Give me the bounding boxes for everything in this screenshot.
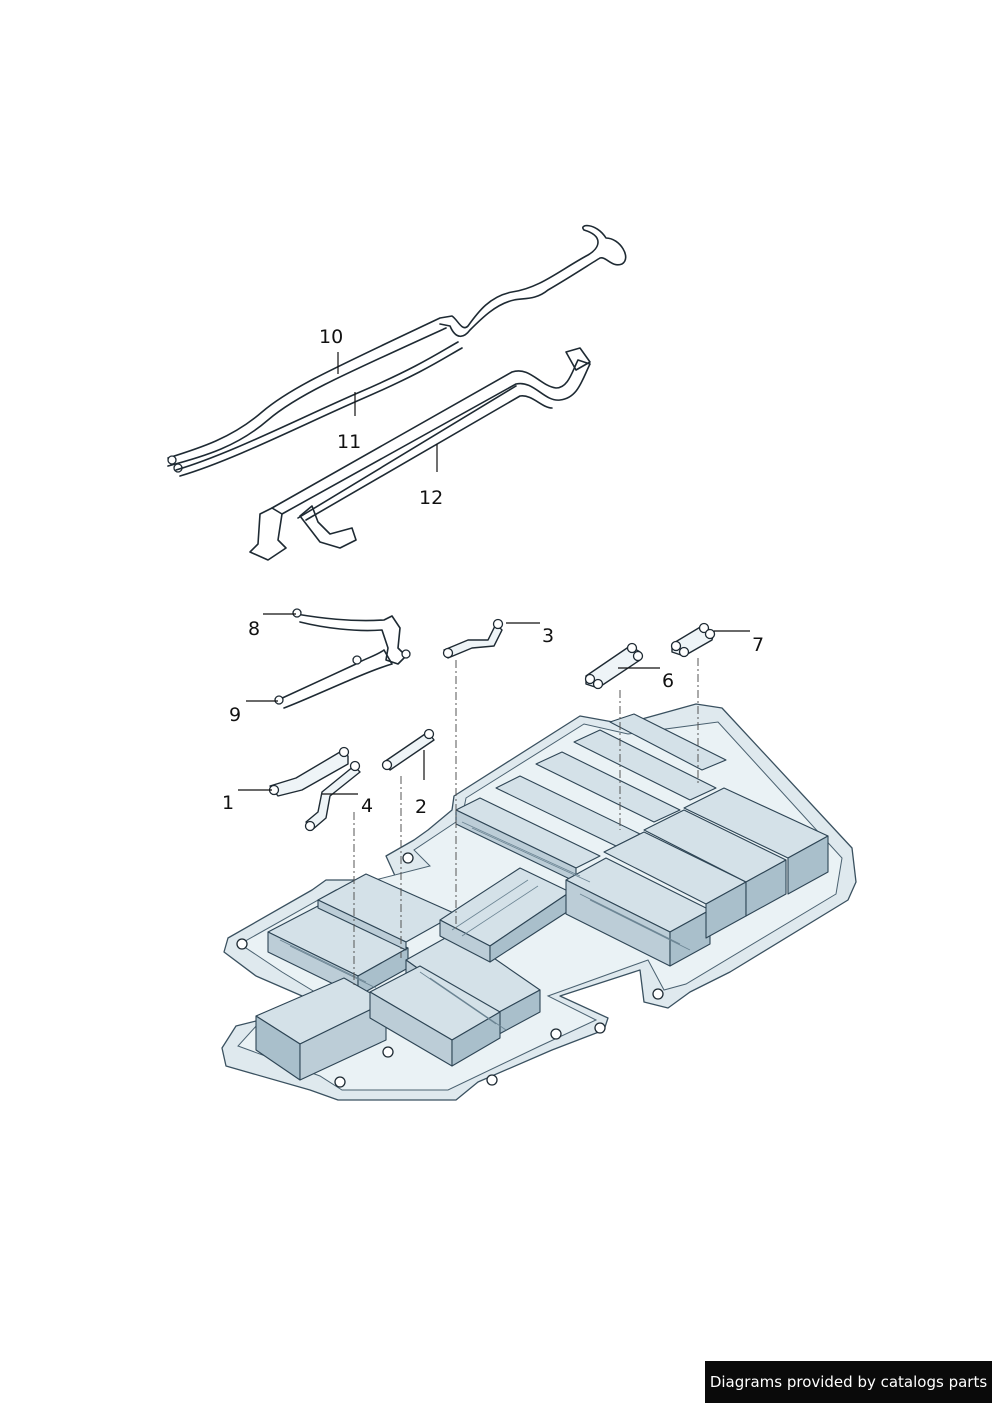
watermark-banner: Diagrams provided by catalogs parts [705, 1361, 992, 1403]
busbar-6[interactable] [584, 642, 644, 690]
leader-lines [238, 352, 750, 795]
busbar-4[interactable] [304, 760, 361, 832]
coolant-pipe-12[interactable] [249, 347, 591, 561]
battery-modules [255, 713, 829, 1081]
callout-4: 4 [361, 795, 374, 817]
callout-10: 10 [319, 326, 344, 348]
callout-9: 9 [229, 704, 242, 726]
busbar-7[interactable] [670, 622, 716, 658]
cable-9[interactable] [274, 649, 393, 709]
callout-2: 2 [415, 796, 428, 818]
coolant-line-11[interactable] [175, 341, 463, 477]
callout-3: 3 [542, 625, 555, 647]
callout-11: 11 [337, 431, 362, 453]
callout-6: 6 [662, 670, 675, 692]
busbar-3[interactable] [442, 618, 504, 659]
assembly-lines [353, 658, 699, 986]
cable-8[interactable] [292, 608, 411, 665]
callout-7: 7 [752, 634, 765, 656]
coolant-line-10[interactable] [167, 224, 627, 473]
callout-1: 1 [222, 792, 235, 814]
busbar-2[interactable] [381, 728, 435, 771]
busbar-1[interactable] [268, 746, 350, 797]
callout-12: 12 [419, 487, 444, 509]
callout-8: 8 [248, 618, 261, 640]
